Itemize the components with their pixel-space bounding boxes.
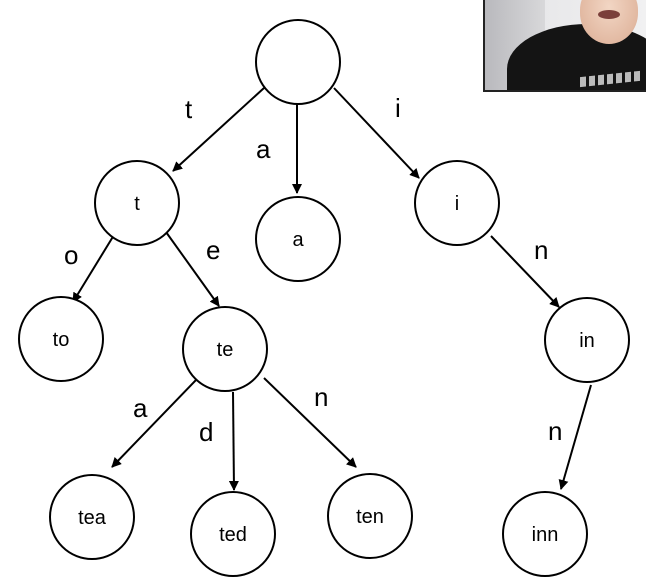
node-label-tea: tea (78, 507, 107, 529)
nodes: t a i to te in tea ted (18, 19, 630, 577)
edge-label-root-t: t (185, 94, 193, 124)
node-in: in (544, 297, 630, 383)
presenter-webcam (483, 0, 646, 92)
edge-label-te-ten: n (314, 382, 328, 412)
node-label-to: to (53, 329, 70, 351)
node-ted: ted (190, 491, 276, 577)
node-a: a (255, 196, 341, 282)
edge-label-te-ted: d (199, 417, 213, 447)
edge-root-i (333, 87, 420, 179)
node-label-inn: inn (532, 524, 559, 546)
node-label-te: te (217, 339, 234, 361)
edge-label-t-te: e (206, 235, 220, 265)
edge-te-ted (228, 391, 239, 491)
node-inn: inn (502, 491, 588, 577)
edge-label-root-i: i (395, 93, 401, 123)
node-to: to (18, 296, 104, 382)
node-label-a: a (292, 229, 304, 251)
edge-te-tea (111, 379, 197, 468)
edges (72, 87, 592, 491)
edge-te-ten (263, 377, 357, 468)
node-root (255, 19, 341, 105)
edge-label-te-tea: a (133, 393, 148, 423)
presenter-mouth (598, 10, 620, 19)
node-te: te (182, 306, 268, 392)
edge-i-in (490, 235, 560, 308)
edge-label-i-in: n (534, 235, 548, 265)
edge-label-in-inn: n (548, 416, 562, 446)
node-label-ted: ted (219, 524, 247, 546)
node-tea: tea (49, 474, 135, 560)
edge-t-to (72, 234, 115, 303)
node-label-t: t (134, 193, 140, 215)
edge-labels: t a i o e a d n n n (64, 93, 562, 447)
edge-label-root-a: a (256, 134, 271, 164)
node-label-ten: ten (356, 506, 384, 528)
node-t: t (94, 160, 180, 246)
node-ten: ten (327, 473, 413, 559)
node-label-i: i (455, 193, 459, 215)
edge-in-inn (558, 384, 592, 490)
node-i: i (414, 160, 500, 246)
edge-t-te (165, 231, 220, 307)
edge-root-t (172, 87, 265, 172)
edge-label-t-to: o (64, 240, 78, 270)
node-label-in: in (579, 330, 595, 352)
